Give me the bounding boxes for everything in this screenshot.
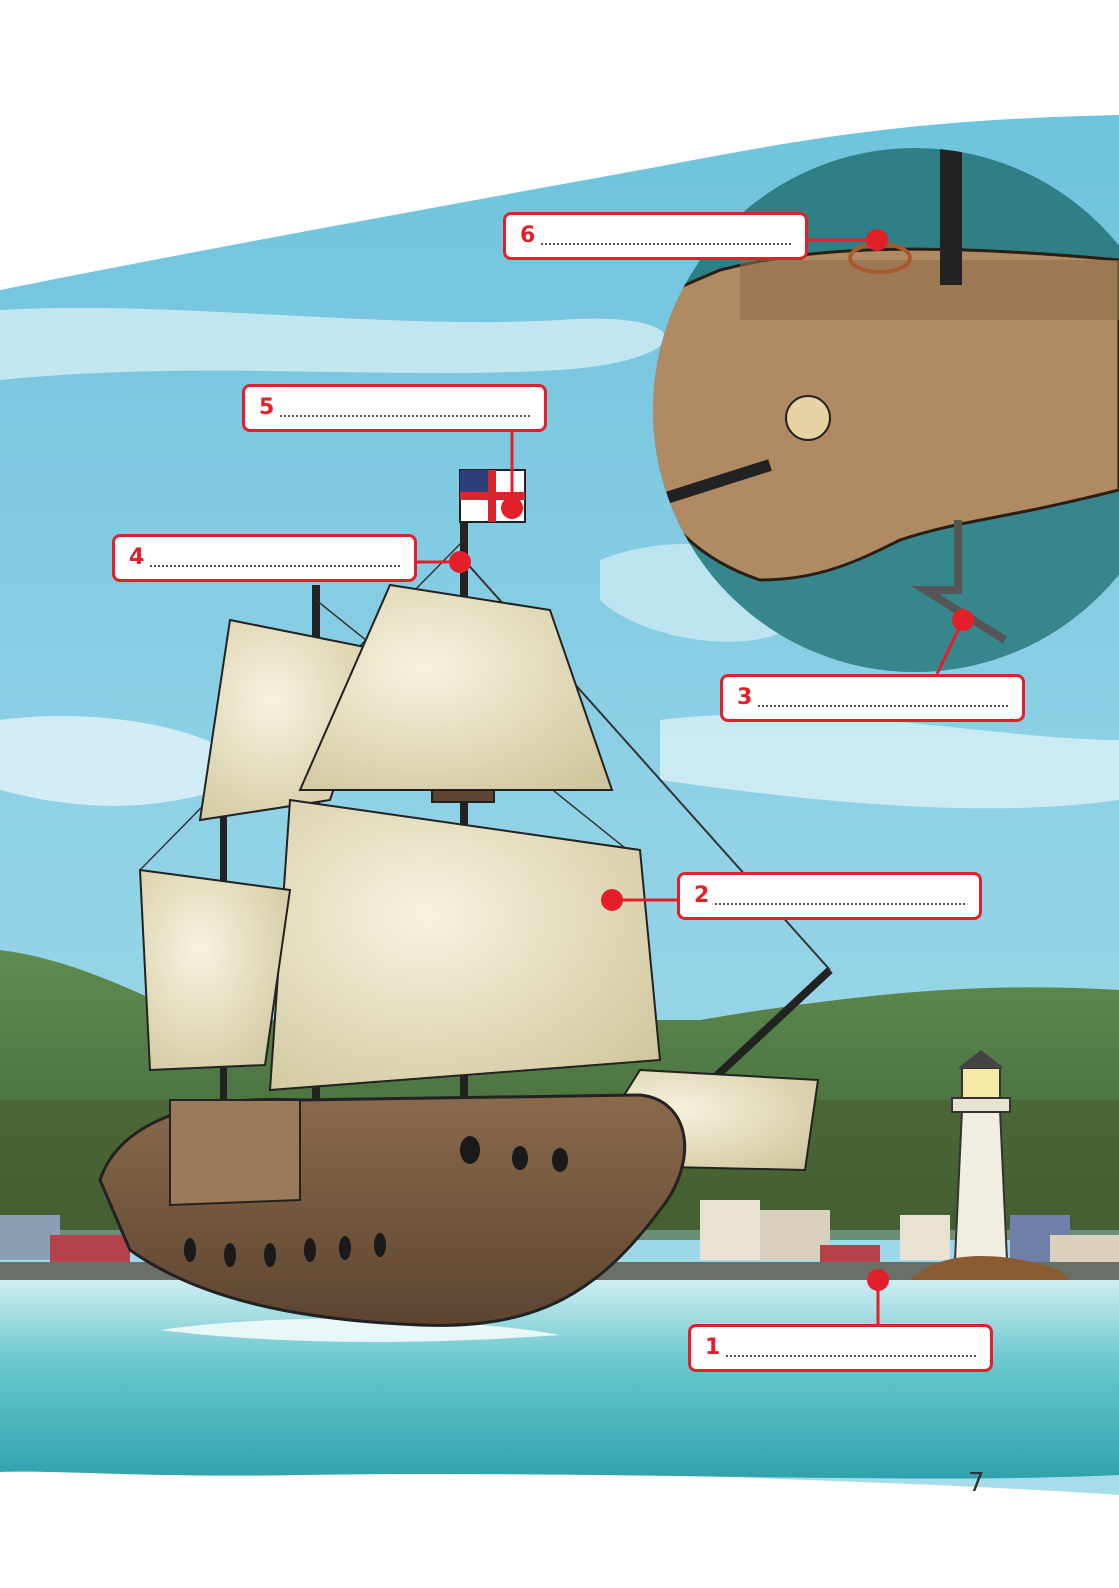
label-number: 2 (694, 885, 709, 907)
label-number: 3 (737, 687, 752, 709)
answer-line[interactable] (715, 899, 965, 905)
answer-line[interactable] (150, 561, 400, 567)
label-box-6[interactable]: 6 (503, 212, 808, 260)
answer-line[interactable] (280, 411, 530, 417)
label-number: 6 (520, 225, 535, 247)
label-box-3[interactable]: 3 (720, 674, 1025, 722)
label-box-2[interactable]: 2 (677, 872, 982, 920)
answer-line[interactable] (758, 701, 1008, 707)
label-box-4[interactable]: 4 (112, 534, 417, 582)
label-number: 1 (705, 1337, 720, 1359)
label-box-1[interactable]: 1 (688, 1324, 993, 1372)
answer-line[interactable] (541, 239, 791, 245)
label-number: 4 (129, 547, 144, 569)
label-box-5[interactable]: 5 (242, 384, 547, 432)
label-number: 5 (259, 397, 274, 419)
answer-line[interactable] (726, 1351, 976, 1357)
page-number: 7 (968, 1468, 985, 1498)
